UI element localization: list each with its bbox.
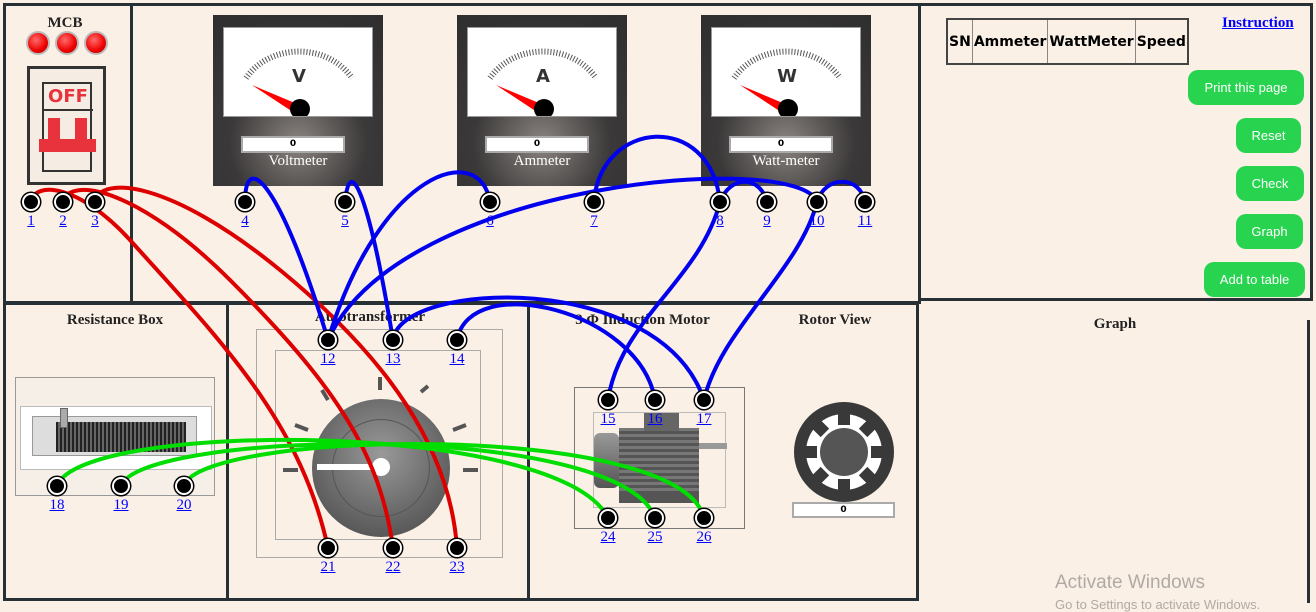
terminal-label[interactable]: 8 bbox=[716, 213, 724, 229]
lamp-icon bbox=[84, 31, 108, 55]
terminal-21[interactable] bbox=[319, 539, 337, 557]
mcb-title: MCB bbox=[47, 15, 83, 31]
watermark-line1: Activate Windows bbox=[1055, 572, 1205, 593]
instruction-link[interactable]: Instruction bbox=[1222, 15, 1294, 31]
terminal-17[interactable] bbox=[695, 391, 713, 409]
terminal-25[interactable] bbox=[646, 509, 664, 527]
terminal-label[interactable]: 15 bbox=[600, 411, 616, 427]
terminal-label[interactable]: 7 bbox=[590, 213, 598, 229]
terminal-10[interactable] bbox=[808, 193, 826, 211]
terminal-label[interactable]: 11 bbox=[857, 213, 873, 229]
wattmeter-value: 0 bbox=[729, 136, 833, 153]
terminal-2[interactable] bbox=[54, 193, 72, 211]
terminal-9[interactable] bbox=[758, 193, 776, 211]
check-button[interactable]: Check bbox=[1236, 166, 1304, 201]
svg-text:W: W bbox=[777, 66, 797, 87]
terminal-6[interactable] bbox=[481, 193, 499, 211]
terminal-23[interactable] bbox=[448, 539, 466, 557]
voltmeter: V 0 Voltmeter bbox=[213, 15, 383, 186]
terminal-14[interactable] bbox=[448, 331, 466, 349]
terminal-7[interactable] bbox=[585, 193, 603, 211]
terminal-label[interactable]: 19 bbox=[113, 497, 129, 513]
windows-watermark: Activate Windows Go to Settings to activ… bbox=[1055, 572, 1260, 612]
terminal-label[interactable]: 10 bbox=[809, 213, 825, 229]
watermark-line2: Go to Settings to activate Windows. bbox=[1055, 597, 1261, 612]
terminal-label[interactable]: 24 bbox=[600, 529, 616, 545]
terminal-5[interactable] bbox=[336, 193, 354, 211]
ammeter-label: Ammeter bbox=[513, 153, 571, 169]
mcb-lamps bbox=[26, 31, 108, 55]
terminal-24[interactable] bbox=[599, 509, 617, 527]
table-header: Speed bbox=[1134, 18, 1189, 65]
terminal-label[interactable]: 17 bbox=[696, 411, 712, 427]
terminal-label[interactable]: 14 bbox=[449, 351, 465, 367]
lamp-icon bbox=[26, 31, 50, 55]
terminal-11[interactable] bbox=[856, 193, 874, 211]
svg-text:V: V bbox=[292, 66, 306, 87]
terminal-label[interactable]: 20 bbox=[176, 497, 192, 513]
terminal-12[interactable] bbox=[319, 331, 337, 349]
graph-title: Graph bbox=[1093, 316, 1137, 332]
terminal-label[interactable]: 26 bbox=[696, 529, 712, 545]
terminal-label[interactable]: 13 bbox=[385, 351, 401, 367]
svg-text:A: A bbox=[536, 66, 550, 87]
wattmeter-label: Watt-meter bbox=[752, 153, 820, 169]
terminal-label[interactable]: 25 bbox=[647, 529, 663, 545]
terminal-label[interactable]: 16 bbox=[647, 411, 663, 427]
graph-panel-border bbox=[1307, 320, 1310, 603]
terminal-16[interactable] bbox=[646, 391, 664, 409]
rotor-speed: 0 bbox=[792, 502, 895, 518]
gauge-scale-icon: A bbox=[487, 48, 599, 116]
terminal-19[interactable] bbox=[112, 477, 130, 495]
terminal-18[interactable] bbox=[48, 477, 66, 495]
ammeter: A 0 Ammeter bbox=[457, 15, 627, 186]
terminal-4[interactable] bbox=[236, 193, 254, 211]
add-to-table-button[interactable]: Add to table bbox=[1204, 262, 1305, 297]
print-button[interactable]: Print this page bbox=[1188, 70, 1304, 105]
table-header: Ammeter bbox=[971, 18, 1049, 65]
terminal-label[interactable]: 3 bbox=[91, 213, 99, 229]
terminal-label[interactable]: 9 bbox=[763, 213, 771, 229]
terminal-8[interactable] bbox=[711, 193, 729, 211]
table-header: WattMeter bbox=[1047, 18, 1136, 65]
terminal-label[interactable]: 2 bbox=[59, 213, 67, 229]
terminal-20[interactable] bbox=[175, 477, 193, 495]
wattmeter: W 0 Watt-meter bbox=[701, 15, 871, 186]
terminal-15[interactable] bbox=[599, 391, 617, 409]
voltmeter-value: 0 bbox=[241, 136, 345, 153]
terminal-3[interactable] bbox=[86, 193, 104, 211]
terminal-1[interactable] bbox=[22, 193, 40, 211]
graph-button[interactable]: Graph bbox=[1236, 214, 1303, 249]
reset-button[interactable]: Reset bbox=[1236, 118, 1301, 153]
terminal-label[interactable]: 22 bbox=[385, 559, 401, 575]
rotor-icon bbox=[794, 402, 894, 502]
terminal-label[interactable]: 23 bbox=[449, 559, 465, 575]
terminal-label[interactable]: 12 bbox=[320, 351, 336, 367]
lamp-icon bbox=[55, 31, 79, 55]
terminal-label[interactable]: 18 bbox=[49, 497, 65, 513]
terminal-label[interactable]: 21 bbox=[320, 559, 336, 575]
terminal-label[interactable]: 5 bbox=[341, 213, 349, 229]
terminal-26[interactable] bbox=[695, 509, 713, 527]
terminal-label[interactable]: 4 bbox=[241, 213, 249, 229]
ammeter-value: 0 bbox=[485, 136, 589, 153]
mcb-switch[interactable]: OFF bbox=[27, 66, 106, 185]
table-header: SN bbox=[946, 18, 973, 65]
terminal-label[interactable]: 1 bbox=[27, 213, 35, 229]
terminal-label[interactable]: 6 bbox=[486, 213, 494, 229]
gauge-scale-icon: V bbox=[243, 48, 355, 116]
voltmeter-label: Voltmeter bbox=[268, 153, 328, 169]
gauge-scale-icon: W bbox=[731, 48, 843, 116]
mcb-state-label: OFF bbox=[48, 86, 88, 107]
terminal-22[interactable] bbox=[384, 539, 402, 557]
terminal-13[interactable] bbox=[384, 331, 402, 349]
